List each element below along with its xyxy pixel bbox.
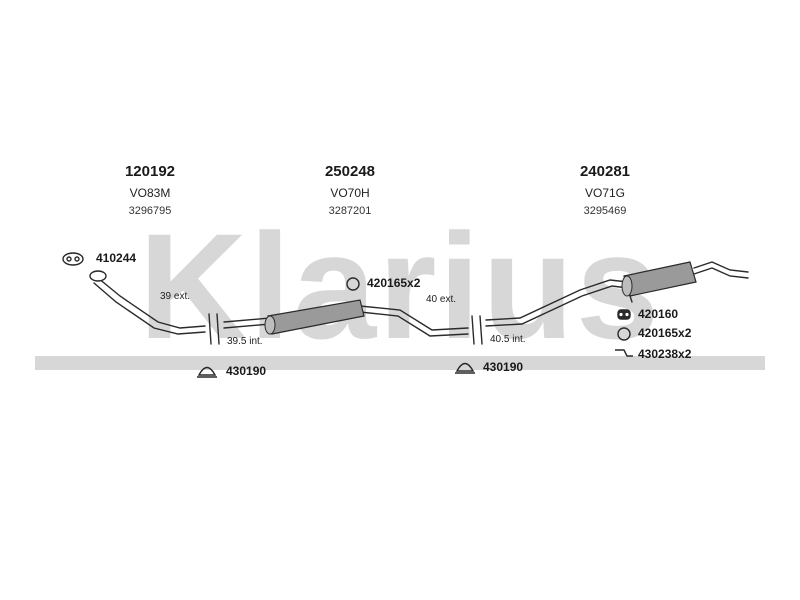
joint-note: 40.5 int. [490,334,526,345]
part-number: 120192 [124,163,176,180]
accessory-label: 410244 [96,251,137,265]
accessory-label: 420165x2 [367,276,421,290]
tailpipe-bottom [693,267,749,279]
rear-muffler [623,261,697,297]
accessory-label: 430190 [483,360,524,374]
accessory-label: 420160 [638,307,679,321]
joint-note: 40 ext. [426,294,457,305]
part-code: VO83M [129,186,171,200]
middle-muffler-end [264,315,276,335]
ring-icon [346,277,360,291]
rear-muffler-end [621,275,633,297]
mid-outlet-bottom [359,311,469,337]
mid-inlet-bottom [223,323,271,329]
mid-inlet-top [223,317,271,323]
front-pipe-top [97,277,206,329]
ring-icon [617,327,631,341]
accessory-label: 430190 [226,364,267,378]
joint-note: 39 ext. [160,291,191,302]
oem-number: 3295469 [583,205,627,217]
middle-muffler [267,299,365,335]
watermark-text: Klarius [139,202,662,370]
accessory-label: 430238x2 [638,347,692,361]
watermark-band [35,356,765,370]
part-number: 250248 [324,163,376,180]
mid-outlet-top [359,305,469,331]
joint2-mark-b [479,315,483,345]
clamp-icon [455,362,475,374]
oem-number: 3296795 [128,205,172,217]
accessory-label: 420165x2 [638,326,692,340]
part-code: VO71G [584,186,626,200]
rear-pipe-bottom [485,285,629,327]
front-pipe-bottom [93,282,206,335]
bracket-icon [615,349,633,357]
part-number: 240281 [579,163,631,180]
joint1-mark-a [208,313,212,345]
part-code: VO70H [330,186,370,200]
rubber-hanger-icon [617,309,631,320]
rear-pipe-top [485,279,629,321]
clamp-icon [197,366,217,378]
front-flange [89,270,107,282]
tailpipe-top [693,261,749,273]
joint1-mark-b [216,313,220,345]
oem-number: 3287201 [328,205,372,217]
gasket-icon [62,252,84,266]
joint-note: 39.5 int. [227,336,263,347]
joint2-mark-a [471,315,475,345]
